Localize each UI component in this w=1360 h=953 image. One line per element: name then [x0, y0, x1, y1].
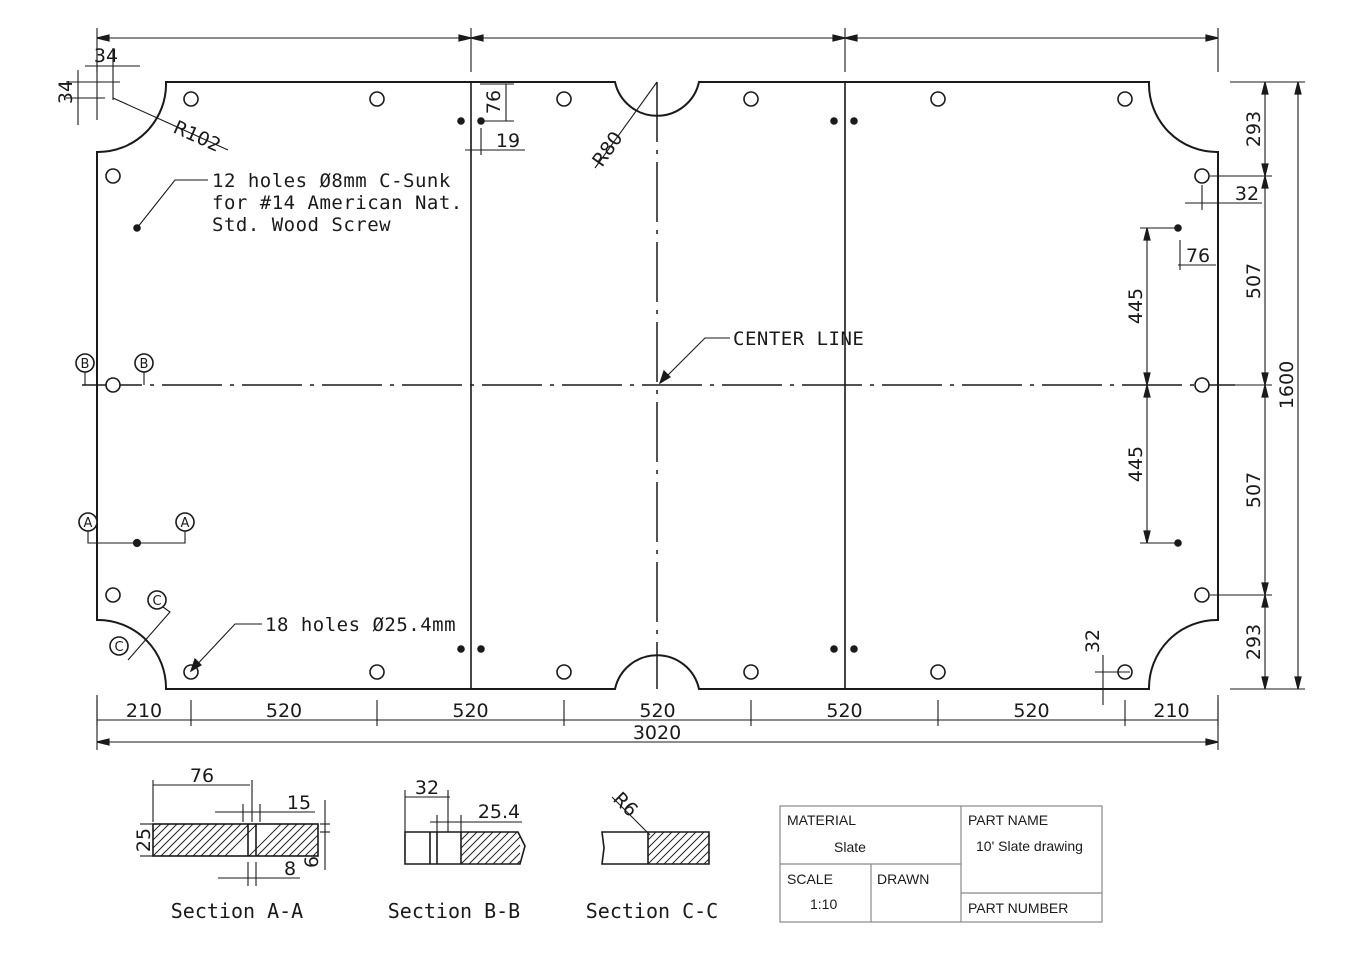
tb-part-name-label: PART NAME [968, 812, 1048, 828]
dim-bottom-spacing: 210 [1153, 700, 1189, 722]
section-b-dim-left: 32 [415, 777, 439, 799]
section-b-title: Section B-B [388, 899, 520, 923]
slate-outline [82, 81, 1235, 690]
dim-right-32: 32 [1235, 183, 1259, 205]
side-pocket-radius: R80 [588, 81, 658, 171]
section-a-dim-height: 25 [133, 828, 155, 852]
tb-part-name-value: 10' Slate drawing [976, 838, 1083, 854]
dim-right-507-bottom: 507 [1243, 472, 1265, 508]
dim-bottom-spacing: 520 [639, 700, 675, 722]
bolt-hole [930, 91, 946, 107]
bolt-hole [105, 377, 121, 393]
section-a-title: Section A-A [171, 899, 303, 923]
tb-material-label: MATERIAL [787, 812, 856, 828]
section-a-a: 76 15 25 6 8 Section A-A [133, 765, 330, 923]
screw-hole [830, 117, 838, 125]
dim-bottom-spacing: 520 [1013, 700, 1049, 722]
top-dimension [96, 28, 1219, 72]
section-c-title: Section C-C [586, 899, 718, 923]
dim-corner-radius: R102 [170, 116, 224, 156]
screw-hole [850, 117, 858, 125]
tb-material-value: Slate [834, 839, 866, 855]
bolt-hole [1194, 587, 1210, 603]
dim-right-445-bottom: 445 [1125, 446, 1147, 482]
bolt-note: 18 holes Ø25.4mm [189, 614, 456, 673]
dim-right-293-bottom: 293 [1243, 624, 1265, 660]
marker-c-upper: C [152, 594, 161, 609]
bottom-dimensions: 3020 [96, 695, 1219, 750]
section-markers-b: B B [75, 353, 154, 386]
dim-bottom-spacing: 520 [826, 700, 862, 722]
screw-hole [457, 117, 465, 125]
bolt-hole [930, 664, 946, 680]
bolt-holes [105, 91, 1210, 680]
marker-b-left: B [81, 357, 90, 372]
dim-bottom-spacing: 520 [452, 700, 488, 722]
marker-a-right: A [181, 516, 190, 531]
section-a-dim-side: 6 [301, 856, 323, 868]
dim-side-radius: R80 [588, 128, 627, 171]
tb-scale-label: SCALE [787, 871, 833, 887]
section-a-dim-width: 76 [190, 765, 214, 787]
bolt-hole [183, 91, 199, 107]
bolt-hole [369, 91, 385, 107]
title-block: MATERIAL Slate PART NAME 10' Slate drawi… [779, 805, 1103, 923]
note-center-line: CENTER LINE [733, 328, 864, 350]
bolt-hole [1117, 91, 1133, 107]
marker-a-left: A [84, 516, 93, 531]
corner-inset-dims: 34 34 R102 [55, 45, 229, 157]
dim-bottom-spacing: 520 [266, 700, 302, 722]
dim-overall-height: 1600 [1276, 361, 1298, 409]
screw-hole [477, 645, 485, 653]
note-screw-line3: Std. Wood Screw [212, 214, 391, 236]
dim-right-76: 76 [1186, 245, 1210, 267]
dim-right-445-top: 445 [1125, 288, 1147, 324]
screw-note: 12 holes Ø8mm C-Sunk for #14 American Na… [136, 170, 463, 236]
bolt-hole [556, 91, 572, 107]
section-b-dim-hole: 25.4 [478, 801, 520, 823]
note-screw-line2: for #14 American Nat. [212, 192, 463, 214]
tb-scale-value: 1:10 [810, 896, 837, 912]
section-c-dim-radius: R6 [608, 788, 641, 821]
marker-c-lower: C [114, 640, 123, 655]
bolt-hole [743, 91, 759, 107]
screw-hole [850, 645, 858, 653]
note-screw-line1: 12 holes Ø8mm C-Sunk [212, 170, 451, 192]
section-a-dim-bottom: 8 [284, 858, 296, 880]
dim-right-507-top: 507 [1243, 263, 1265, 299]
dim-right-293-top: 293 [1243, 111, 1265, 147]
screw-hole [830, 645, 838, 653]
section-markers-a: A A [78, 512, 195, 548]
section-c-c: R6 Section C-C [586, 788, 718, 923]
section-markers-c: C C [109, 590, 171, 661]
dim-inset-vertical: 34 [55, 80, 77, 104]
tb-drawn-label: DRAWN [877, 871, 929, 887]
center-line-note: CENTER LINE [658, 328, 864, 385]
note-bolt-holes: 18 holes Ø25.4mm [265, 614, 456, 636]
bolt-hole [369, 664, 385, 680]
bolt-hole [743, 664, 759, 680]
bolt-hole [105, 587, 121, 603]
screw-hole [477, 117, 485, 125]
dim-hole-76: 76 [483, 90, 505, 114]
dim-inset-horizontal: 34 [94, 45, 118, 67]
bolt-hole [1194, 377, 1210, 393]
tb-part-number-label: PART NUMBER [968, 900, 1068, 916]
bolt-hole [1194, 168, 1210, 184]
marker-b-right: B [140, 357, 149, 372]
dim-overall-length: 3020 [633, 722, 681, 744]
dim-bottom-32: 32 [1082, 629, 1104, 653]
screw-hole [457, 645, 465, 653]
right-dimensions: 293 507 507 293 1600 32 76 445 445 32 [1082, 81, 1305, 705]
bolt-hole [556, 664, 572, 680]
bolt-hole [105, 168, 121, 184]
bottom-spacing-dims: 210 520 520 520 520 520 210 [96, 700, 1219, 726]
section-b-b: 32 25.4 Section B-B [388, 777, 526, 923]
dim-bottom-spacing: 210 [126, 700, 162, 722]
section-a-dim-top: 15 [287, 792, 311, 814]
divider-hole-dims: 76 19 [465, 83, 525, 155]
dim-hole-19: 19 [496, 130, 520, 152]
